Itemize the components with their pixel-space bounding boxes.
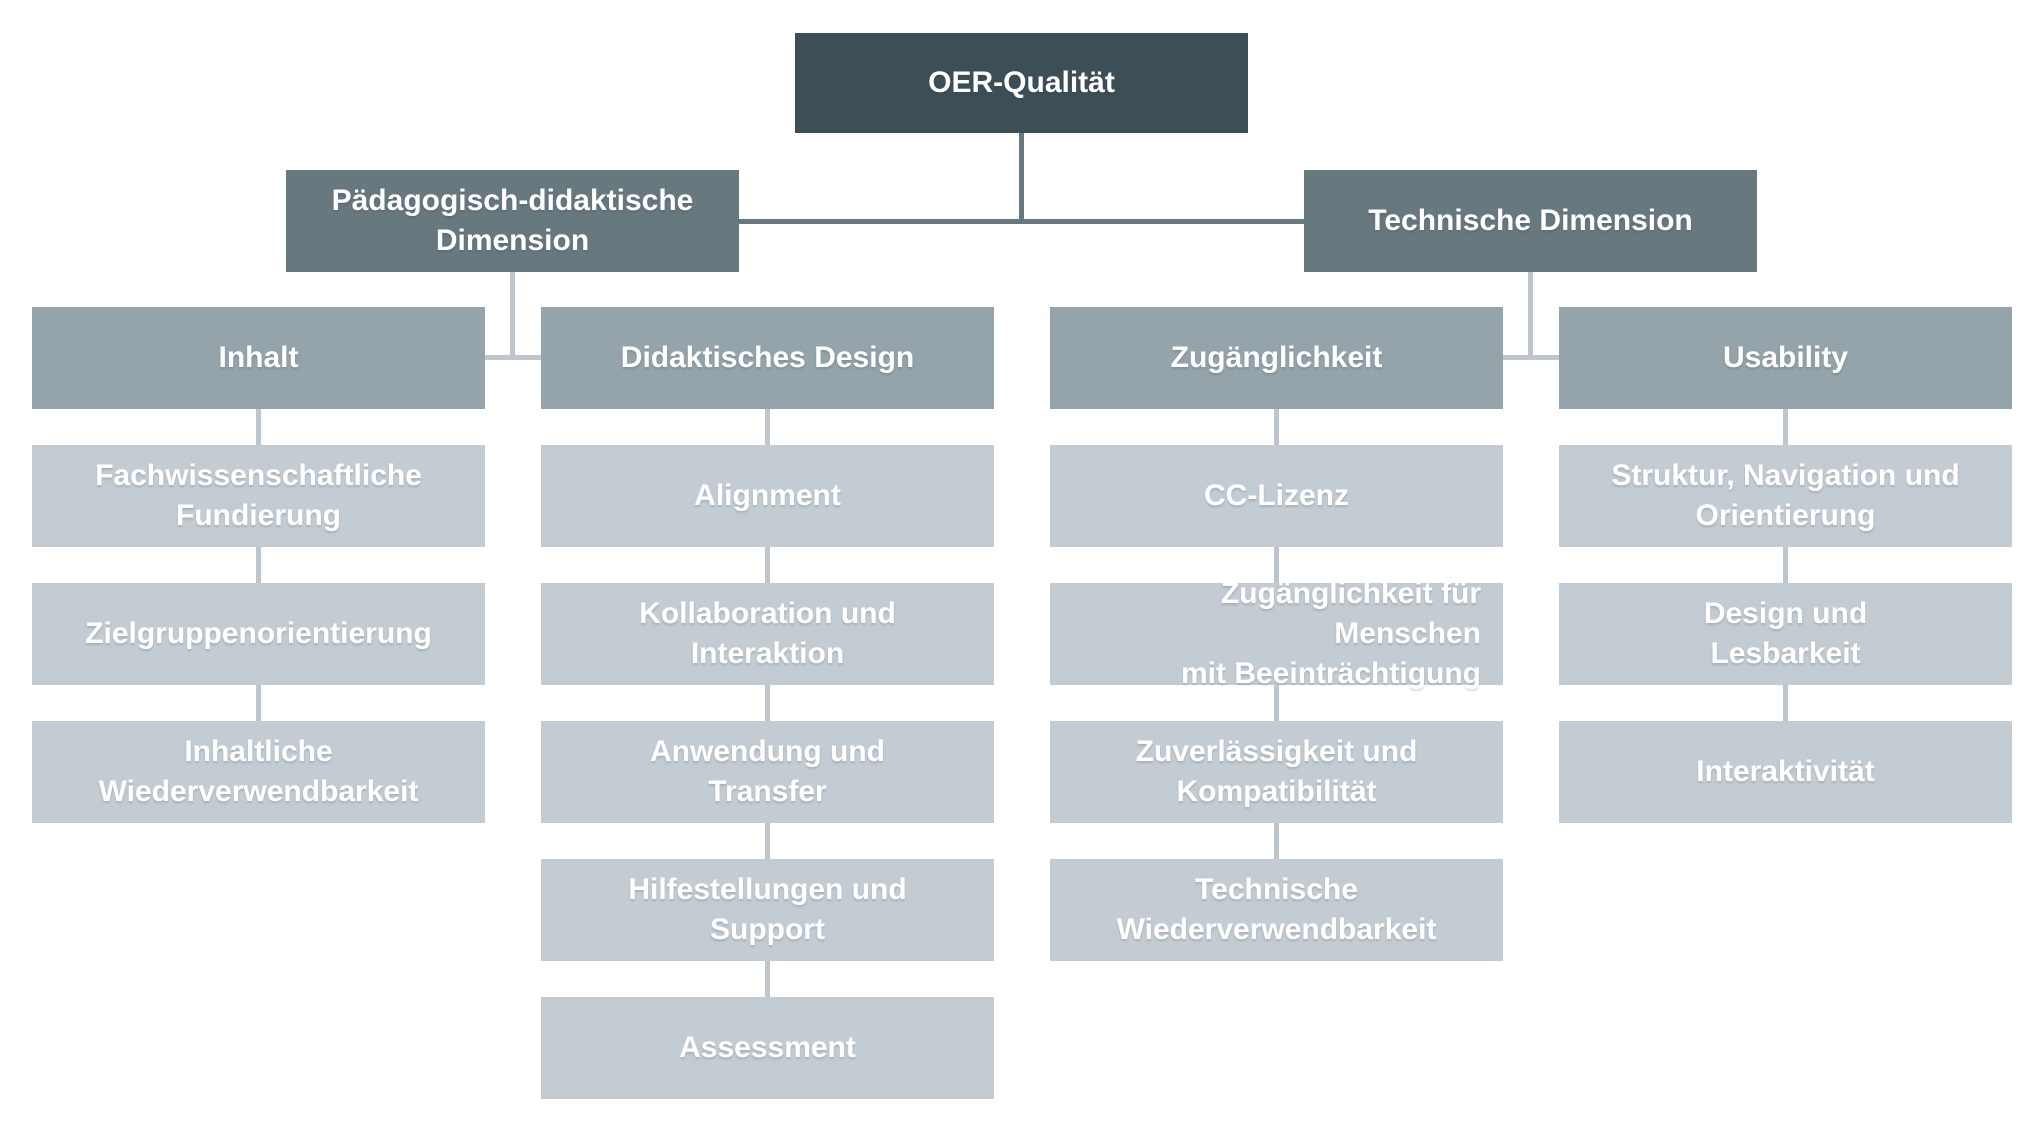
connector-zugaenglichkeit-2 [1274, 547, 1279, 583]
node-interaktivitaet: Interaktivität [1559, 721, 2012, 823]
connector-usability-1 [1783, 409, 1788, 445]
connector-usability-3 [1783, 685, 1788, 721]
node-zugaenglichkeit-menschen-beeintraechtigung: Zugänglichkeit für Menschen mit Beeinträ… [1050, 577, 1503, 690]
node-alignment: Alignment [541, 445, 994, 547]
node-technische-wiederverwendbarkeit: Technische Wiederverwendbarkeit [1050, 859, 1503, 961]
connector-didaktisch-3 [765, 685, 770, 721]
connector-root-vertical [1019, 133, 1024, 222]
connector-root-horizontal [739, 219, 1304, 224]
connector-didaktisch-2 [765, 547, 770, 583]
node-paedagogisch-didaktische-dimension: Pädagogisch-didaktische Dimension [286, 170, 739, 272]
node-usability: Usability [1559, 307, 2012, 409]
connector-inhalt-1 [256, 409, 261, 445]
node-didaktisches-design: Didaktisches Design [541, 307, 994, 409]
node-oer-qualitaet: OER-Qualität [795, 33, 1248, 133]
connector-zugaenglichkeit-3 [1274, 685, 1279, 721]
node-struktur-navigation-orientierung: Struktur, Navigation und Orientierung [1559, 445, 2012, 547]
node-design-und-lesbarkeit: Design und Lesbarkeit [1559, 583, 2012, 685]
connector-paedagogisch-vertical [510, 272, 515, 358]
connector-zugaenglichkeit-1 [1274, 409, 1279, 445]
node-kollaboration-und-interaktion: Kollaboration und Interaktion [541, 583, 994, 685]
node-fachwissenschaftliche-fundierung: Fachwissenschaftliche Fundierung [32, 445, 485, 547]
connector-didaktisch-5 [765, 961, 770, 997]
node-zuverlaessigkeit-und-kompatibilitaet: Zuverlässigkeit und Kompatibilität [1050, 721, 1503, 823]
node-technische-dimension: Technische Dimension [1304, 170, 1757, 272]
connector-inhalt-3 [256, 685, 261, 721]
node-cc-lizenz: CC-Lizenz [1050, 445, 1503, 547]
connector-paedagogisch-horizontal [485, 355, 541, 360]
node-anwendung-und-transfer: Anwendung und Transfer [541, 721, 994, 823]
connector-zugaenglichkeit-4 [1274, 823, 1279, 859]
connector-technische-horizontal [1503, 355, 1559, 360]
node-assessment: Assessment [541, 997, 994, 1099]
connector-technische-vertical [1528, 272, 1533, 358]
node-inhalt: Inhalt [32, 307, 485, 409]
connector-didaktisch-4 [765, 823, 770, 859]
node-zugaenglichkeit: Zugänglichkeit [1050, 307, 1503, 409]
node-zielgruppenorientierung: Zielgruppenorientierung [32, 583, 485, 685]
connector-inhalt-2 [256, 547, 261, 583]
connector-didaktisch-1 [765, 409, 770, 445]
node-hilfestellungen-und-support: Hilfestellungen und Support [541, 859, 994, 961]
connector-usability-2 [1783, 547, 1788, 583]
node-inhaltliche-wiederverwendbarkeit: Inhaltliche Wiederverwendbarkeit [32, 721, 485, 823]
